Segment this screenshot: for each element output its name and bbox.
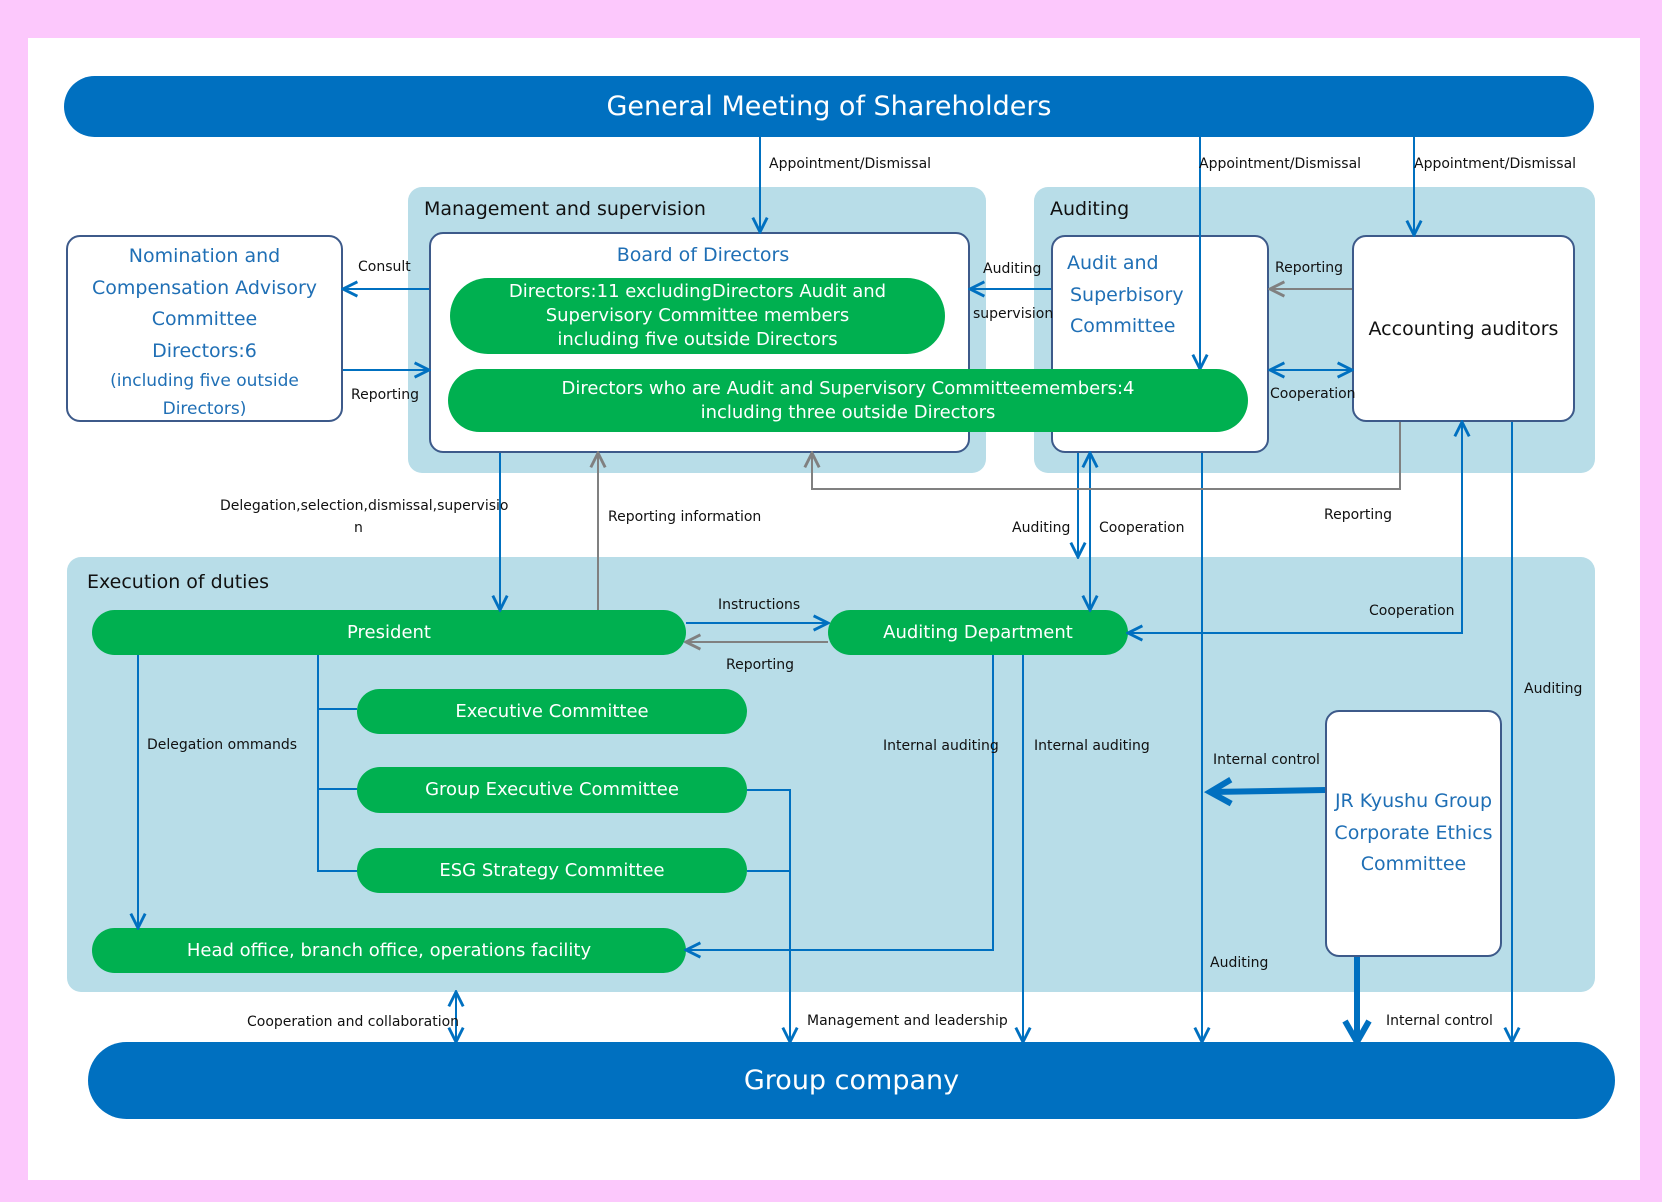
- accounting-auditors-box: Accounting auditors: [1352, 235, 1575, 422]
- nomination-line5: (including five outside: [110, 371, 299, 391]
- head-office-label: Head office, branch office, operations f…: [186, 939, 592, 961]
- label-internal-control2: Internal control: [1386, 1013, 1493, 1029]
- audit-members-pill: Directors who are Audit and Supervisory …: [448, 369, 1248, 432]
- ethics-committee-box: JR Kyushu Group Corporate Ethics Committ…: [1325, 710, 1502, 957]
- label-reporting-acc-board: Reporting: [1324, 507, 1393, 523]
- label-auditing-board: Auditing: [983, 261, 1042, 277]
- label-delegation-ommands: Delegation ommands: [147, 737, 298, 753]
- auditing-region-title: Auditing: [1050, 198, 1130, 220]
- ethics-line3: Committee: [1360, 853, 1467, 876]
- label-consult: Consult: [358, 259, 411, 275]
- label-management-leadership: Management and leadership: [807, 1013, 1008, 1029]
- label-supervision: supervision: [973, 306, 1054, 322]
- ethics-line1: JR Kyushu Group: [1334, 790, 1493, 813]
- audit-committee-line2: Superbisory: [1070, 283, 1184, 306]
- audit-members-line1: Directors who are Audit and Supervisory …: [561, 377, 1135, 399]
- esg-committee-label: ESG Strategy Committee: [439, 859, 665, 881]
- audit-members-line2: including three outside Directors: [700, 401, 996, 423]
- label-appt2: Appointment/Dismissal: [1199, 156, 1362, 172]
- auditing-department-label: Auditing Department: [883, 621, 1073, 643]
- shareholders-label: General Meeting of Shareholders: [606, 91, 1052, 122]
- label-cooperation-acc: Cooperation: [1270, 386, 1356, 402]
- audit-committee-line1: Audit and: [1067, 252, 1159, 274]
- audit-committee-label: Audit and Superbisory Committee: [1067, 248, 1184, 343]
- internal-control-thick-arrow: [1203, 777, 1326, 807]
- group-executive-committee-label: Group Executive Committee: [425, 779, 679, 800]
- execution-region-title: Execution of duties: [87, 571, 270, 593]
- accounting-auditors-label: Accounting auditors: [1368, 317, 1559, 340]
- president-committees-bracket: [317, 655, 357, 872]
- shareholders-bar: General Meeting of Shareholders: [64, 76, 1594, 137]
- label-internal-auditing2: Internal auditing: [1034, 738, 1150, 754]
- board-title: Board of Directors: [616, 244, 790, 266]
- executive-committee-pill: Executive Committee: [357, 689, 747, 734]
- label-auditing-dept: Auditing: [1012, 520, 1071, 536]
- president-pill: President: [92, 610, 686, 655]
- directors-pill: Directors:11 excludingDirectors Audit an…: [450, 278, 945, 354]
- label-appt3: Appointment/Dismissal: [1414, 156, 1577, 172]
- nomination-line3: Committee: [151, 308, 258, 330]
- label-cooperation-collab: Cooperation and collaboration: [247, 1014, 460, 1030]
- directors-line2: Supervisory Committee members: [545, 305, 850, 326]
- ethics-line2: Corporate Ethics: [1334, 821, 1493, 844]
- label-cooperation-dept: Cooperation: [1099, 520, 1185, 536]
- label-reporting-nom: Reporting: [351, 387, 420, 403]
- cooperation-right-line: [1128, 422, 1462, 633]
- nomination-line2: Compensation Advisory: [92, 276, 317, 299]
- label-auditing-bottom: Auditing: [1210, 955, 1269, 971]
- label-auditing-right: Auditing: [1524, 681, 1583, 697]
- label-reporting-pres: Reporting: [726, 657, 795, 673]
- auditing-department-pill: Auditing Department: [828, 610, 1128, 655]
- head-office-pill: Head office, branch office, operations f…: [92, 928, 686, 973]
- label-internal-auditing1: Internal auditing: [883, 738, 999, 754]
- management-region-title: Management and supervision: [424, 198, 706, 220]
- directors-line1: Directors:11 excludingDirectors Audit an…: [508, 281, 887, 302]
- group-exec-to-company: [747, 789, 790, 1042]
- group-company-bar: Group company: [88, 1042, 1615, 1119]
- nomination-line1: Nomination and: [128, 245, 281, 267]
- executive-committee-label: Executive Committee: [455, 700, 649, 722]
- internal-auditing-line1: [686, 655, 994, 950]
- directors-line3: including five outside Directors: [557, 329, 838, 350]
- group-company-label: Group company: [743, 1065, 960, 1096]
- president-label: President: [347, 621, 431, 643]
- label-delegation-line2: n: [354, 520, 363, 536]
- group-executive-committee-pill: Group Executive Committee: [357, 767, 747, 813]
- label-reporting-acc: Reporting: [1275, 260, 1344, 276]
- label-cooperation-right: Cooperation: [1369, 603, 1455, 619]
- esg-committee-pill: ESG Strategy Committee: [357, 848, 747, 893]
- label-appt1: Appointment/Dismissal: [769, 156, 932, 172]
- nomination-line4: Directors:6: [152, 339, 257, 362]
- audit-committee-line3: Committee: [1070, 315, 1176, 337]
- nomination-committee-box: Nomination and Compensation Advisory Com…: [66, 235, 343, 422]
- reporting-acc-board-line: [812, 422, 1401, 490]
- label-internal-control1: Internal control: [1213, 752, 1320, 768]
- label-instructions: Instructions: [718, 597, 801, 613]
- label-reporting-information: Reporting information: [608, 509, 762, 525]
- nomination-line6: Directors): [162, 399, 247, 419]
- label-delegation-line1: Delegation,selection,dismissal,supervisi…: [220, 498, 509, 514]
